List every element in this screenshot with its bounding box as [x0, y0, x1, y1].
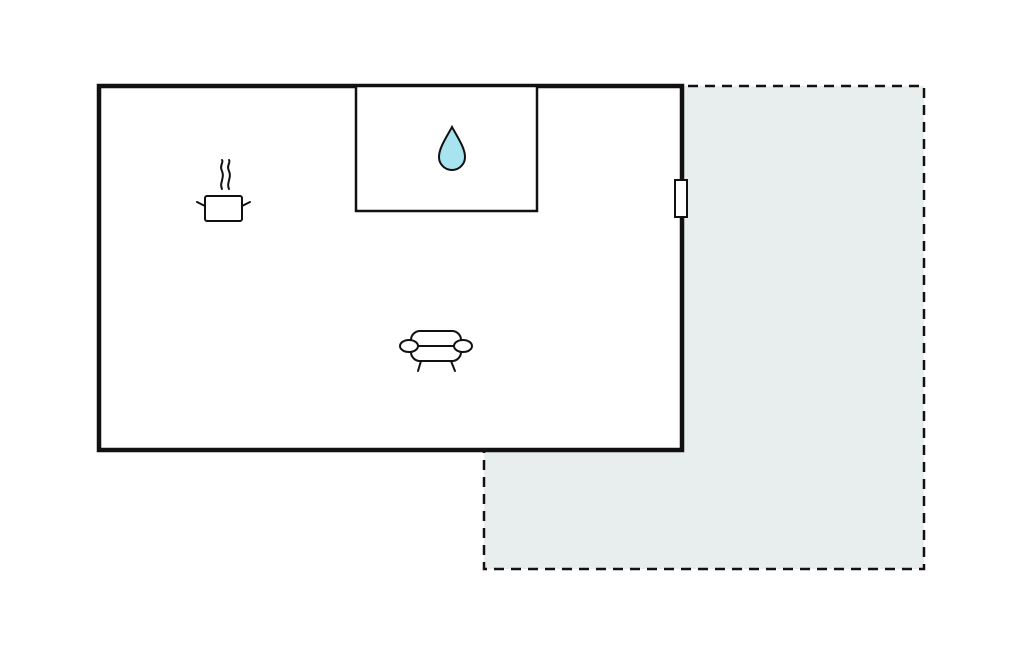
sofa-icon — [399, 330, 473, 372]
water-drop-icon — [437, 124, 467, 171]
door — [674, 179, 688, 218]
cooking-pot-icon — [196, 159, 251, 222]
